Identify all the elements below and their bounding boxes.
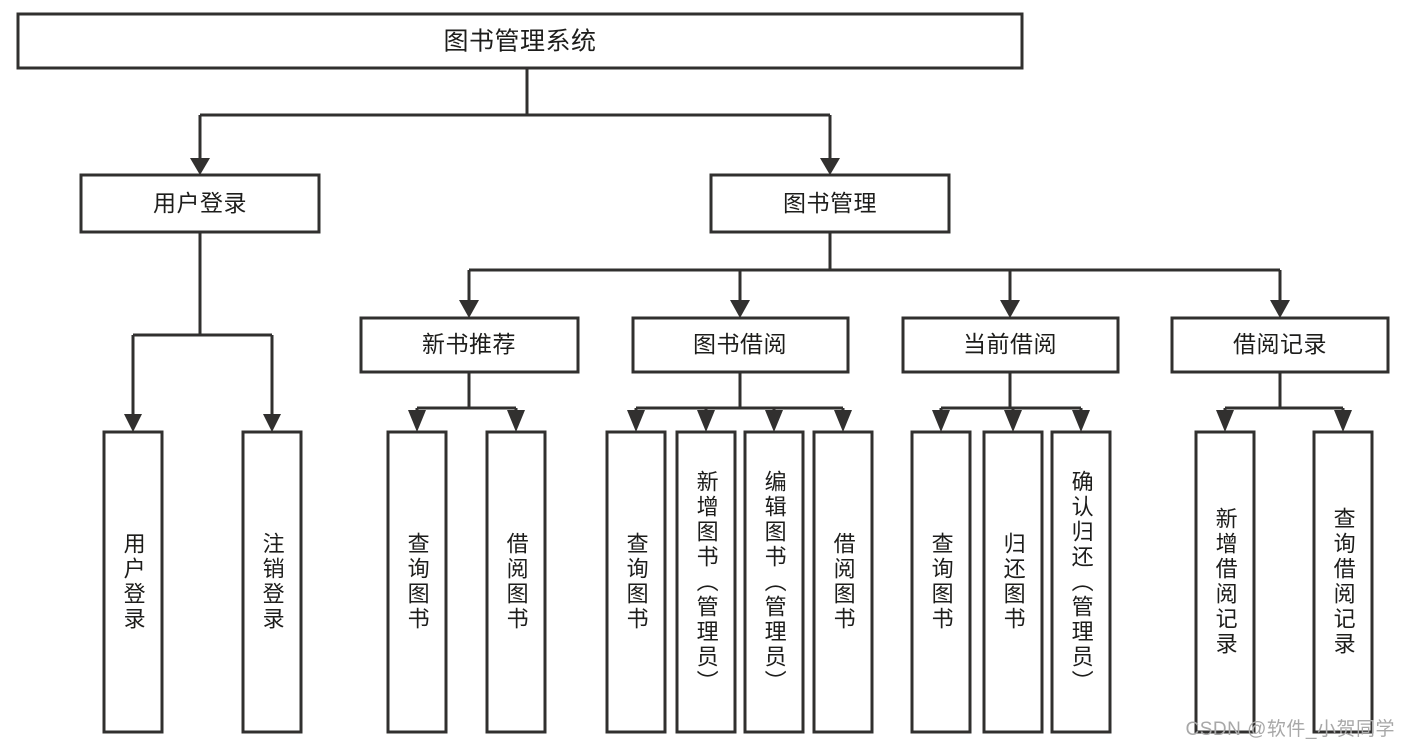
- node-new-book-rec-box[interactable]: [359, 316, 580, 374]
- node-current-borrow[interactable]: 当前借阅: [901, 316, 1120, 374]
- leaf-logout-login-box[interactable]: [241, 430, 303, 734]
- node-borrow-record-box[interactable]: [1170, 316, 1390, 374]
- node-book-borrow[interactable]: 图书借阅: [631, 316, 850, 374]
- connector-group-current-borrow: [932, 372, 1090, 432]
- connector-group-book-manage: [459, 232, 1290, 318]
- node-book-manage-box[interactable]: [709, 173, 951, 234]
- node-current-borrow-box[interactable]: [901, 316, 1120, 374]
- node-book-manage-label: 图书管理: [783, 190, 877, 216]
- node-user-login-label: 用户登录: [153, 190, 247, 216]
- leaf-return-book-box[interactable]: [982, 430, 1044, 734]
- arrow-bm-to-current-borrow: [1000, 300, 1020, 318]
- connector-group-user-login: [124, 232, 281, 432]
- arrow-bb-to-leaf1: [627, 410, 645, 432]
- node-book-borrow-box[interactable]: [631, 316, 850, 374]
- arrow-bm-to-new-book: [459, 300, 479, 318]
- leaf-confirm-return-box[interactable]: [1050, 430, 1112, 734]
- arrow-ul-to-leaf2: [263, 414, 281, 432]
- arrow-bb-to-leaf4: [834, 410, 852, 432]
- connector-group-book-borrow: [627, 372, 852, 432]
- leaf-edit-book-box[interactable]: [743, 430, 805, 734]
- arrow-br-to-leaf1: [1216, 410, 1234, 432]
- leaf-borrow-book-rec-box[interactable]: [485, 430, 547, 734]
- node-user-login-box[interactable]: [79, 173, 321, 234]
- connector-group-root: [190, 68, 840, 175]
- arrow-ul-to-leaf1: [124, 414, 142, 432]
- node-root[interactable]: 图书管理系统: [16, 12, 1024, 70]
- node-current-borrow-label: 当前借阅: [963, 331, 1057, 357]
- leaf-add-record-box[interactable]: [1194, 430, 1256, 734]
- node-root-box[interactable]: [16, 12, 1024, 70]
- arrow-cb-to-leaf2: [1004, 410, 1022, 432]
- connector-group-borrow-record: [1216, 372, 1352, 432]
- arrow-nbr-to-leaf2: [507, 410, 525, 432]
- arrow-root-to-book-manage: [820, 158, 840, 175]
- arrow-nbr-to-leaf1: [408, 410, 426, 432]
- node-borrow-record[interactable]: 借阅记录: [1170, 316, 1390, 374]
- leaf-query-record-box[interactable]: [1312, 430, 1374, 734]
- arrow-bb-to-leaf2: [697, 410, 715, 432]
- leaf-borrow-book-bw-box[interactable]: [812, 430, 874, 734]
- leaf-query-book-rec-box[interactable]: [386, 430, 448, 734]
- node-book-borrow-label: 图书借阅: [693, 331, 787, 357]
- arrow-root-to-user-login: [190, 158, 210, 175]
- node-user-login[interactable]: 用户登录: [79, 173, 321, 234]
- leaf-user-login-box[interactable]: [102, 430, 164, 734]
- leaf-query-book-cb-box[interactable]: [910, 430, 972, 734]
- arrow-bm-to-book-borrow: [730, 300, 750, 318]
- arrow-bb-to-leaf3: [765, 410, 783, 432]
- leaf-node-boxes: [102, 430, 1374, 734]
- node-borrow-record-label: 借阅记录: [1233, 331, 1327, 357]
- arrow-bm-to-borrow-record: [1270, 300, 1290, 318]
- node-new-book-rec-label: 新书推荐: [422, 331, 516, 357]
- leaf-query-book-bw-box[interactable]: [605, 430, 667, 734]
- node-new-book-rec[interactable]: 新书推荐: [359, 316, 580, 374]
- node-root-label: 图书管理系统: [443, 28, 596, 56]
- arrow-cb-to-leaf3: [1072, 410, 1090, 432]
- watermark-text: CSDN @软件_小贺同学: [1185, 719, 1395, 740]
- node-book-manage[interactable]: 图书管理: [709, 173, 951, 234]
- arrow-br-to-leaf2: [1334, 410, 1352, 432]
- connector-group-new-book-rec: [408, 372, 525, 432]
- arrow-cb-to-leaf1: [932, 410, 950, 432]
- leaf-add-book-box[interactable]: [675, 430, 737, 734]
